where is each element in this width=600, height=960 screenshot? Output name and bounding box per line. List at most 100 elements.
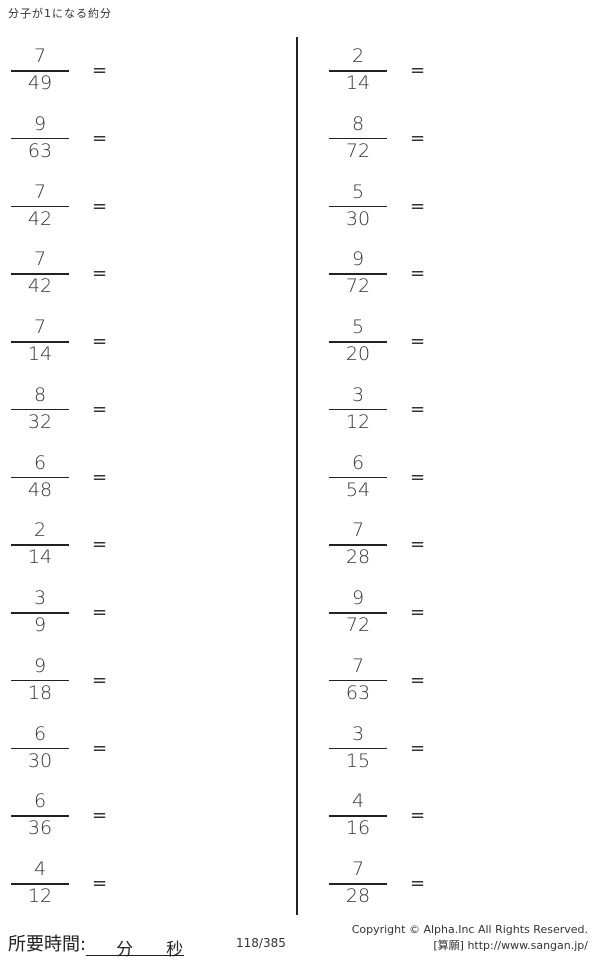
equals-sign: = (92, 398, 108, 420)
fraction-bar (11, 273, 69, 275)
numerator: 6 (33, 451, 47, 474)
equals-sign: = (410, 805, 426, 827)
numerator: 7 (351, 519, 365, 542)
fraction-bar (11, 612, 69, 614)
numerator: 7 (351, 858, 365, 880)
equals-sign: = (410, 602, 426, 623)
fraction-bar (329, 612, 387, 614)
fraction-bar (329, 137, 387, 140)
numerator: 4 (33, 858, 47, 880)
time-label: 所要時間: (8, 934, 87, 955)
denominator: 30 (27, 749, 53, 772)
equals-sign: = (410, 737, 426, 759)
fraction-bar (11, 137, 69, 140)
denominator: 36 (27, 817, 53, 840)
denominator: 63 (27, 139, 53, 162)
fraction-bar (11, 205, 69, 207)
equals-sign: = (92, 127, 108, 149)
denominator: 32 (27, 410, 53, 433)
column-divider (296, 37, 298, 915)
equals-sign: = (92, 195, 108, 217)
seconds-label: 秒 (166, 940, 184, 960)
numerator: 7 (351, 654, 365, 677)
equals-sign: = (92, 602, 108, 623)
time-answer-line[interactable]: 分秒 (86, 935, 185, 960)
time-taken: 所要時間:分秒 (8, 930, 185, 960)
equals-sign: = (410, 263, 426, 285)
minutes-label: 分 (116, 940, 134, 960)
denominator: 16 (345, 817, 371, 840)
copyright-text: Copyright © Alpha.Inc All Rights Reserve… (351, 923, 588, 936)
numerator: 7 (33, 45, 47, 67)
equals-sign: = (92, 263, 108, 285)
fraction-bar (11, 70, 69, 72)
equals-sign: = (92, 737, 108, 759)
numerator: 5 (351, 180, 365, 203)
equals-sign: = (92, 669, 108, 691)
fraction-bar (11, 883, 69, 885)
denominator: 28 (345, 546, 371, 569)
denominator: 72 (345, 275, 371, 298)
denominator: 18 (27, 681, 53, 704)
fraction-bar (11, 408, 69, 411)
numerator: 9 (33, 654, 47, 677)
denominator: 48 (27, 478, 53, 501)
equals-sign: = (92, 466, 108, 488)
denominator: 54 (345, 478, 371, 501)
fraction-bar (11, 544, 69, 546)
numerator: 3 (351, 383, 365, 406)
fraction-bar (329, 679, 387, 682)
denominator: 14 (345, 72, 371, 94)
numerator: 4 (351, 790, 365, 813)
numerator: 8 (351, 112, 365, 135)
numerator: 2 (33, 519, 47, 542)
numerator: 6 (351, 451, 365, 474)
fraction-bar (11, 476, 69, 478)
numerator: 8 (33, 383, 47, 406)
numerator: 7 (33, 248, 47, 271)
equals-sign: = (92, 873, 108, 894)
numerator: 3 (33, 587, 47, 609)
equals-sign: = (410, 127, 426, 149)
denominator: 72 (345, 614, 371, 636)
equals-sign: = (92, 60, 108, 81)
denominator: 72 (345, 139, 371, 162)
numerator: 5 (351, 316, 365, 338)
denominator: 49 (27, 72, 53, 94)
fraction-bar (11, 747, 69, 749)
fraction-bar (329, 815, 387, 817)
denominator: 42 (27, 275, 53, 298)
numerator: 7 (33, 180, 47, 203)
fraction-bar (329, 544, 387, 546)
numerator: 7 (33, 316, 47, 338)
fraction-bar (329, 273, 387, 275)
equals-sign: = (410, 669, 426, 691)
denominator: 14 (27, 546, 53, 569)
fraction-bar (329, 408, 387, 411)
equals-sign: = (410, 60, 426, 81)
numerator: 2 (351, 45, 365, 67)
fraction-bar (329, 341, 387, 343)
denominator: 20 (345, 343, 371, 365)
fraction-bar (11, 341, 69, 343)
equals-sign: = (410, 873, 426, 894)
